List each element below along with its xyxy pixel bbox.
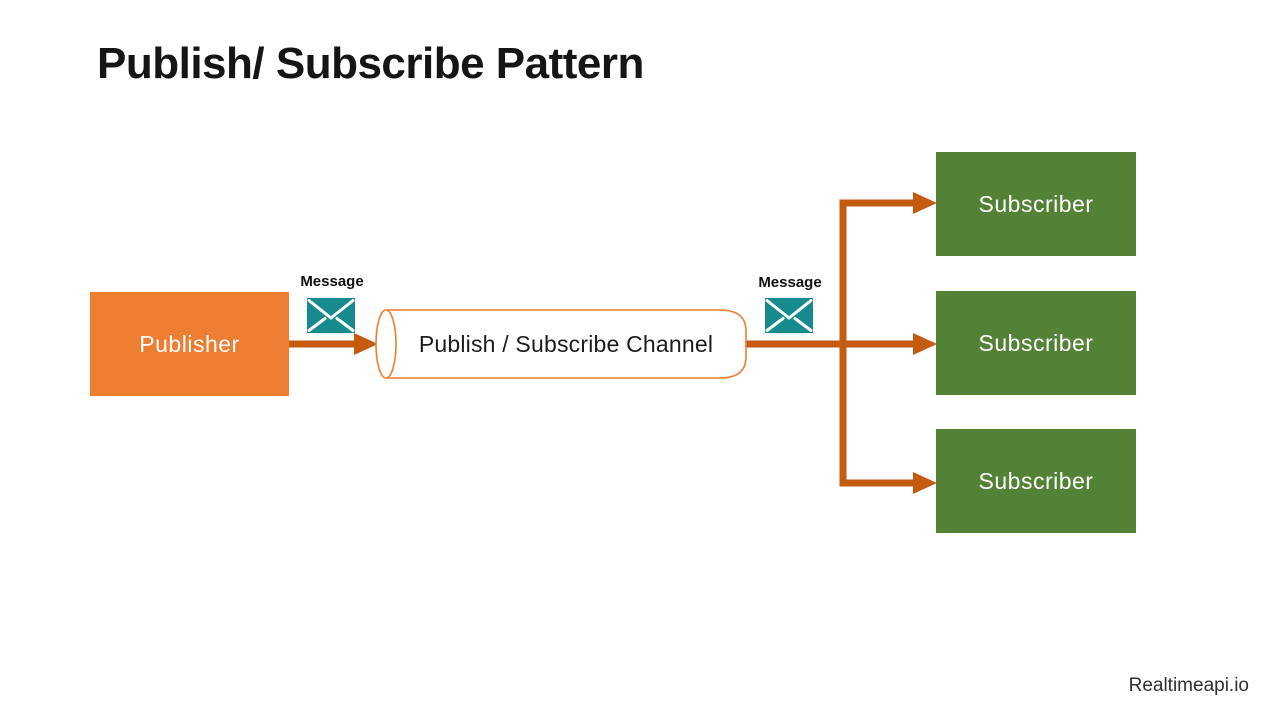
envelope-icon: [307, 298, 355, 333]
message-label-left: Message: [300, 273, 364, 290]
message-label-right: Message: [758, 274, 822, 291]
envelope-fold-right: [793, 317, 813, 332]
envelope-icon: [765, 298, 813, 333]
subscriber-label: Subscriber: [978, 190, 1094, 217]
arrowhead-icon: [913, 333, 937, 355]
subscriber-label: Subscriber: [978, 329, 1094, 356]
subscriber-node-top: Subscriber: [936, 152, 1136, 256]
channel-cylinder: [375, 309, 747, 379]
subscriber-label: Subscriber: [978, 467, 1094, 494]
publisher-label: Publisher: [139, 330, 240, 357]
envelope-fold-left: [765, 317, 785, 332]
arrow-channel-to-subscribers: [746, 333, 937, 355]
arrow-branch-top-subscriber: [839, 192, 937, 214]
arrowhead-icon: [913, 472, 937, 494]
channel-cylinder-body: [386, 309, 747, 379]
footer-brand: Realtimeapi.io: [1128, 675, 1249, 696]
envelope-fold-left: [307, 317, 327, 332]
envelope-flap: [307, 299, 355, 320]
arrowhead-icon: [913, 192, 937, 214]
page-title: Publish/ Subscribe Pattern: [97, 39, 644, 88]
publisher-node: Publisher: [90, 292, 289, 396]
subscriber-node-middle: Subscriber: [936, 291, 1136, 395]
channel-cylinder-cap: [375, 309, 397, 379]
arrowhead-icon: [354, 333, 378, 355]
arrow-publisher-to-channel: [289, 333, 378, 355]
channel-label: Publish / Subscribe Channel: [418, 330, 714, 357]
arrow-branch-bottom-subscriber: [839, 472, 937, 494]
subscriber-node-bottom: Subscriber: [936, 429, 1136, 533]
envelope-fold-right: [335, 317, 355, 332]
envelope-flap: [765, 299, 813, 320]
